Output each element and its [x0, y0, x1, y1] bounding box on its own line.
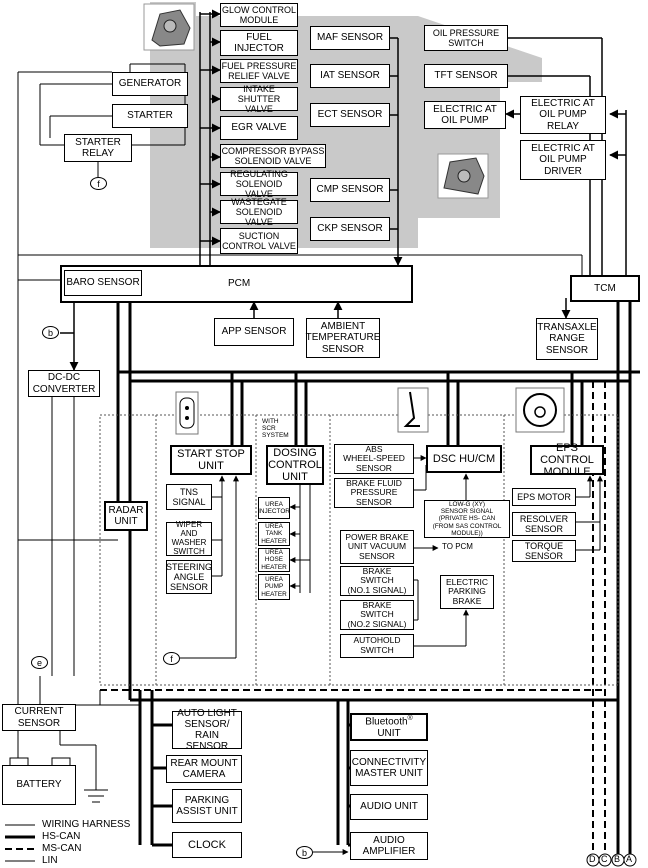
fuel-injector: FUEL INJECTOR — [220, 30, 298, 56]
battery-wiring — [17, 396, 140, 803]
electric-at-oil-pump: ELECTRIC AT OIL PUMP — [424, 101, 506, 129]
module-internal-wires — [180, 455, 603, 659]
app-sensor: APP SENSOR — [214, 318, 294, 346]
tcm: TCM — [570, 275, 640, 302]
brake-switch-no1: BRAKE SWITCH (NO.1 SIGNAL) — [340, 566, 414, 596]
battery: BATTERY — [2, 765, 76, 805]
engine-photo-icon — [143, 3, 195, 51]
suction-control-valve: SUCTION CONTROL VALVE — [220, 228, 298, 254]
start-stop-unit: START STOP UNIT — [170, 445, 252, 475]
clock: CLOCK — [172, 832, 242, 858]
bluetooth-unit-suffix: UNIT — [377, 727, 401, 739]
egr-valve: EGR VALVE — [220, 116, 298, 140]
connector-f-bottom: f — [163, 652, 180, 665]
to-pcm-note: TO PCM — [442, 542, 473, 551]
iat-sensor: IAT SENSOR — [310, 64, 390, 88]
pcm-label: PCM — [228, 278, 251, 290]
parking-assist-unit: PARKING ASSIST UNIT — [172, 789, 242, 823]
electric-at-oil-pump-driver: ELECTRIC AT OIL PUMP DRIVER — [520, 140, 606, 180]
current-sensor: CURRENT SENSOR — [2, 704, 76, 731]
module-region-outline — [99, 414, 619, 686]
auto-light-rain-sensor: AUTO LIGHT SENSOR/ RAIN SENSOR — [172, 708, 242, 752]
with-scr-system-note: WITH SCR SYSTEM — [262, 418, 289, 440]
dc-dc-converter: DC-DC CONVERTER — [28, 370, 100, 397]
eps-control-module: EPS CONTROL MODULE — [530, 442, 604, 478]
transaxle-range-sensor: TRANSAXLE RANGE SENSOR — [536, 318, 598, 360]
legend-hs-can: HS-CAN — [42, 831, 81, 842]
transmission-photo-icon — [437, 153, 489, 199]
steering-angle-sensor: STEERING ANGLE SENSOR — [166, 560, 213, 594]
terminal-b: B — [614, 854, 621, 864]
compressor-bypass-solenoid-valve: COMPRESSOR BYPASS SOLENOID VALVE — [220, 144, 326, 168]
wastegate-solenoid-valve: WASTEGATE SOLENOID VALVE — [220, 197, 298, 227]
urea-injector: UREA INJECTOR — [258, 497, 290, 519]
brake-pedal-icon — [397, 387, 429, 433]
terminal-d: D — [589, 854, 596, 864]
ect-sensor: ECT SENSOR — [310, 103, 390, 127]
regulating-solenoid-valve: REGULATING SOLENOID VALVE — [220, 169, 298, 199]
dosing-control-unit: DOSING CONTROL UNIT — [266, 445, 324, 485]
brake-switch-no2: BRAKE SWITCH (NO.2 SIGNAL) — [340, 600, 414, 630]
connector-b-left: b — [42, 326, 59, 339]
engine-bus — [199, 9, 221, 265]
terminal-circles — [586, 853, 637, 867]
audio-unit: AUDIO UNIT — [350, 794, 428, 820]
eps-motor: EPS MOTOR — [512, 488, 576, 506]
abs-wheel-speed-sensor: ABS WHEEL-SPEED SENSOR — [334, 444, 414, 474]
wiper-and-washer-switch: WIPER AND WASHER SWITCH — [166, 520, 212, 556]
electric-parking-brake: ELECTRIC PARKING BRAKE — [440, 575, 494, 609]
autohold-switch: AUTOHOLD SWITCH — [340, 634, 414, 658]
glow-control-module: GLOW CONTROL MODULE — [220, 3, 298, 27]
body-can-bus — [128, 506, 618, 847]
urea-hose-heater: UREA HOSE HEATER — [258, 548, 290, 572]
connector-b-bottom: b — [296, 846, 313, 859]
resolver-sensor: RESOLVER SENSOR — [512, 512, 576, 536]
rear-mount-camera: REAR MOUNT CAMERA — [166, 755, 242, 783]
legend-swatches — [5, 824, 35, 862]
radar-unit: RADAR UNIT — [104, 501, 148, 531]
starter: STARTER — [112, 104, 188, 128]
steering-wheel-icon — [515, 387, 565, 433]
low-g-sensor-signal: LOW-G (XY) SENSOR SIGNAL (PRIVATE HS- CA… — [424, 500, 510, 538]
cmp-sensor: CMP SENSOR — [310, 178, 390, 202]
ambient-temperature-sensor: AMBIENT TEMPERATURE SENSOR — [306, 318, 380, 358]
intake-shutter-valve: INTAKE SHUTTER VALVE — [220, 84, 298, 114]
brake-fluid-pressure-sensor: BRAKE FLUID PRESSURE SENSOR — [334, 478, 414, 508]
connectivity-master-unit: CONNECTIVITY MASTER UNIT — [350, 750, 428, 786]
terminal-a: A — [626, 854, 633, 864]
key-fob-icon — [175, 391, 199, 435]
audio-amplifier: AUDIO AMPLIFIER — [350, 832, 428, 860]
legend-lin: LIN — [42, 855, 58, 866]
legend-wiring-harness: WIRING HARNESS — [42, 819, 131, 830]
power-feed-lines — [17, 71, 583, 705]
bluetooth-unit: Bluetooth® UNIT — [350, 713, 428, 741]
fuel-pressure-relief-valve: FUEL PRESSURE RELIEF VALVE — [220, 59, 298, 83]
bluetooth-registered-mark: ® — [407, 715, 413, 723]
generator: GENERATOR — [112, 72, 188, 96]
starter-relay: STARTER RELAY — [64, 134, 132, 162]
tft-sensor: TFT SENSOR — [424, 64, 508, 88]
sensor-bus — [390, 37, 403, 266]
ckp-sensor: CKP SENSOR — [310, 217, 390, 241]
electric-at-oil-pump-relay: ELECTRIC AT OIL PUMP RELAY — [520, 96, 606, 134]
maf-sensor: MAF SENSOR — [310, 26, 390, 50]
pcm-input-arrows — [60, 301, 343, 371]
urea-tank-heater: UREA TANK HEATER — [258, 522, 290, 546]
bluetooth-unit-name: Bluetooth® — [365, 715, 413, 728]
legend-ms-can: MS-CAN — [42, 843, 82, 854]
urea-pump-heater: UREA PUMP HEATER — [258, 574, 290, 600]
connector-f-top: f — [90, 177, 107, 190]
connector-e: e — [31, 656, 48, 669]
baro-sensor: BARO SENSOR — [64, 270, 142, 296]
power-brake-unit-vacuum-sensor: POWER BRAKE UNIT VACUUM SENSOR — [340, 530, 414, 564]
oil-pressure-switch: OIL PRESSURE SWITCH — [424, 25, 508, 51]
torque-sensor: TORQUE SENSOR — [512, 540, 576, 562]
terminal-c: C — [601, 854, 608, 864]
tns-signal: TNS SIGNAL — [166, 484, 212, 510]
dsc-hu-cm: DSC HU/CM — [426, 445, 502, 473]
